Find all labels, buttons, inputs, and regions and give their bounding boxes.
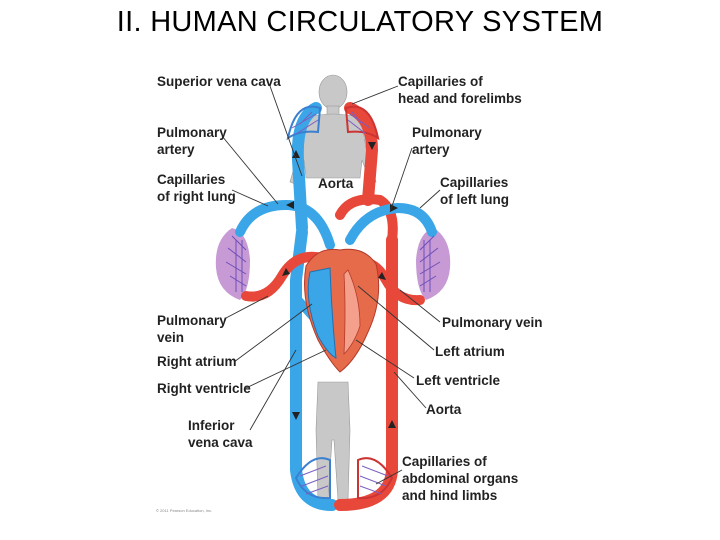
- leader-lines: [221, 85, 441, 485]
- lower-body-figure: [315, 381, 351, 501]
- abdominal-capillaries: [294, 457, 394, 500]
- label-aorta-bottom: Aorta: [426, 402, 462, 417]
- page-title: II. HUMAN CIRCULATORY SYSTEM: [116, 6, 604, 38]
- label-pulmonary-artery-right-1: Pulmonary: [412, 125, 482, 140]
- copyright-notice: © 2011 Pearson Education, Inc.: [156, 508, 212, 513]
- label-pulmonary-artery-right-2: artery: [412, 142, 450, 157]
- label-pulmonary-vein-right: Pulmonary vein: [442, 315, 543, 330]
- label-right-ventricle: Right ventricle: [157, 381, 251, 396]
- label-superior-vena-cava: Superior vena cava: [157, 74, 281, 89]
- label-pulmonary-artery-left-1: Pulmonary: [157, 125, 227, 140]
- label-pulmonary-vein-left-2: vein: [157, 330, 184, 345]
- label-inferior-vena-cava-1: Inferior: [188, 418, 235, 433]
- label-capillaries-right-lung-2: of right lung: [157, 189, 236, 204]
- label-capillaries-head-2: head and forelimbs: [398, 91, 522, 106]
- label-capillaries-head-1: Capillaries of: [398, 74, 483, 89]
- left-lung: [416, 228, 451, 300]
- label-capillaries-abdominal-2: abdominal organs: [402, 471, 518, 486]
- label-left-atrium: Left atrium: [435, 344, 505, 359]
- heart: [304, 248, 380, 373]
- diagram-labels: Superior vena cava Capillaries of head a…: [156, 74, 543, 513]
- label-pulmonary-vein-left-1: Pulmonary: [157, 313, 227, 328]
- right-lung: [215, 228, 250, 300]
- label-inferior-vena-cava-2: vena cava: [188, 435, 253, 450]
- label-capillaries-left-lung-1: Capillaries: [440, 175, 508, 190]
- head-capillaries: [286, 105, 380, 141]
- label-capillaries-right-lung-1: Capillaries: [157, 172, 225, 187]
- label-pulmonary-artery-left-2: artery: [157, 142, 195, 157]
- label-right-atrium: Right atrium: [157, 354, 237, 369]
- label-capillaries-left-lung-2: of left lung: [440, 192, 509, 207]
- label-aorta-top: Aorta: [318, 176, 354, 191]
- label-left-ventricle: Left ventricle: [416, 373, 501, 388]
- label-capillaries-abdominal-3: and hind limbs: [402, 488, 497, 503]
- label-capillaries-abdominal-1: Capillaries of: [402, 454, 487, 469]
